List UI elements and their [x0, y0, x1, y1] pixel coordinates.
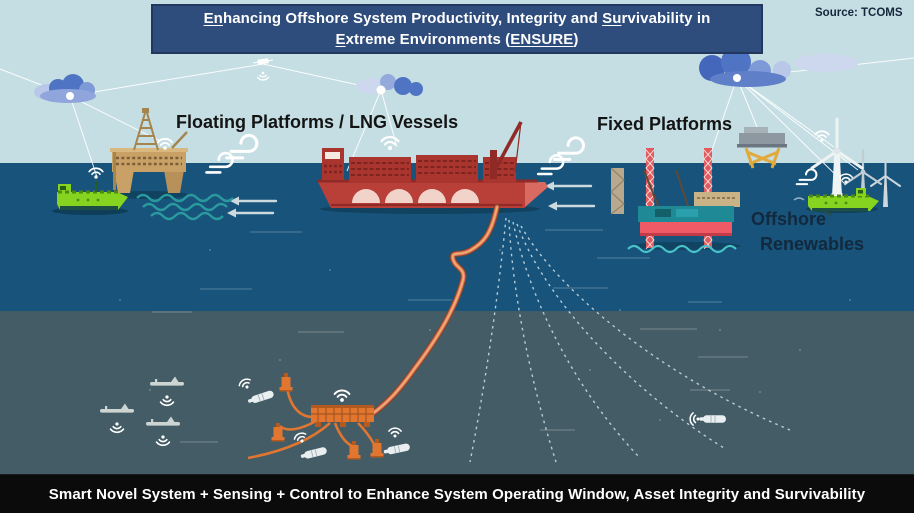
- sea-deep: [0, 311, 914, 478]
- cloud-cluster-left: [34, 74, 96, 103]
- label-offshore-renewables: Offshore Renewables: [751, 207, 864, 257]
- cargo-blocks: [349, 155, 516, 182]
- title-line2: Extreme Environments (ENSURE): [335, 31, 579, 48]
- waves-left: [136, 193, 234, 221]
- label-fixed-platforms: Fixed Platforms: [597, 114, 733, 134]
- jackup-crane: [675, 169, 689, 207]
- jackup-crane: [643, 169, 659, 207]
- lng-vessel: [318, 121, 548, 208]
- jacket-platform: [737, 127, 787, 169]
- cloud-cluster-center: [356, 74, 423, 96]
- jackup-platform: [610, 148, 740, 254]
- jacket-legs: [744, 147, 781, 169]
- comm-node: [66, 92, 74, 100]
- label-renewables-line1: Offshore: [751, 209, 827, 229]
- bottom-banner: Smart Novel System + Sensing + Control t…: [0, 474, 914, 513]
- water-specks: [119, 249, 851, 421]
- comm-node: [376, 85, 386, 95]
- comm-node: [733, 74, 741, 82]
- label-renewables-line2: Renewables: [760, 234, 865, 254]
- platform-crane: [171, 131, 188, 149]
- ship-crane: [490, 121, 523, 179]
- mooring-lines: [469, 217, 791, 463]
- satellite-icon: [252, 58, 274, 81]
- derrick: [133, 112, 159, 151]
- riser-bundle: [369, 204, 500, 417]
- water-texture: [152, 229, 748, 443]
- cloud-cluster-right: [699, 47, 858, 87]
- supply-vessel-left: [57, 167, 128, 210]
- floating-platform: [110, 108, 188, 193]
- wake: [793, 197, 805, 201]
- label-floating-platforms: Floating Platforms / LNG Vessels: [176, 112, 459, 132]
- title-banner: Enhancing Offshore System Productivity, …: [151, 4, 763, 54]
- subsea-manifold: [311, 389, 374, 427]
- title-line1: Enhancing Offshore System Productivity, …: [203, 10, 711, 27]
- source-label: Source: TCOMS: [815, 7, 903, 19]
- supply-vessel-right: [793, 173, 879, 216]
- waves-jackup: [627, 244, 737, 254]
